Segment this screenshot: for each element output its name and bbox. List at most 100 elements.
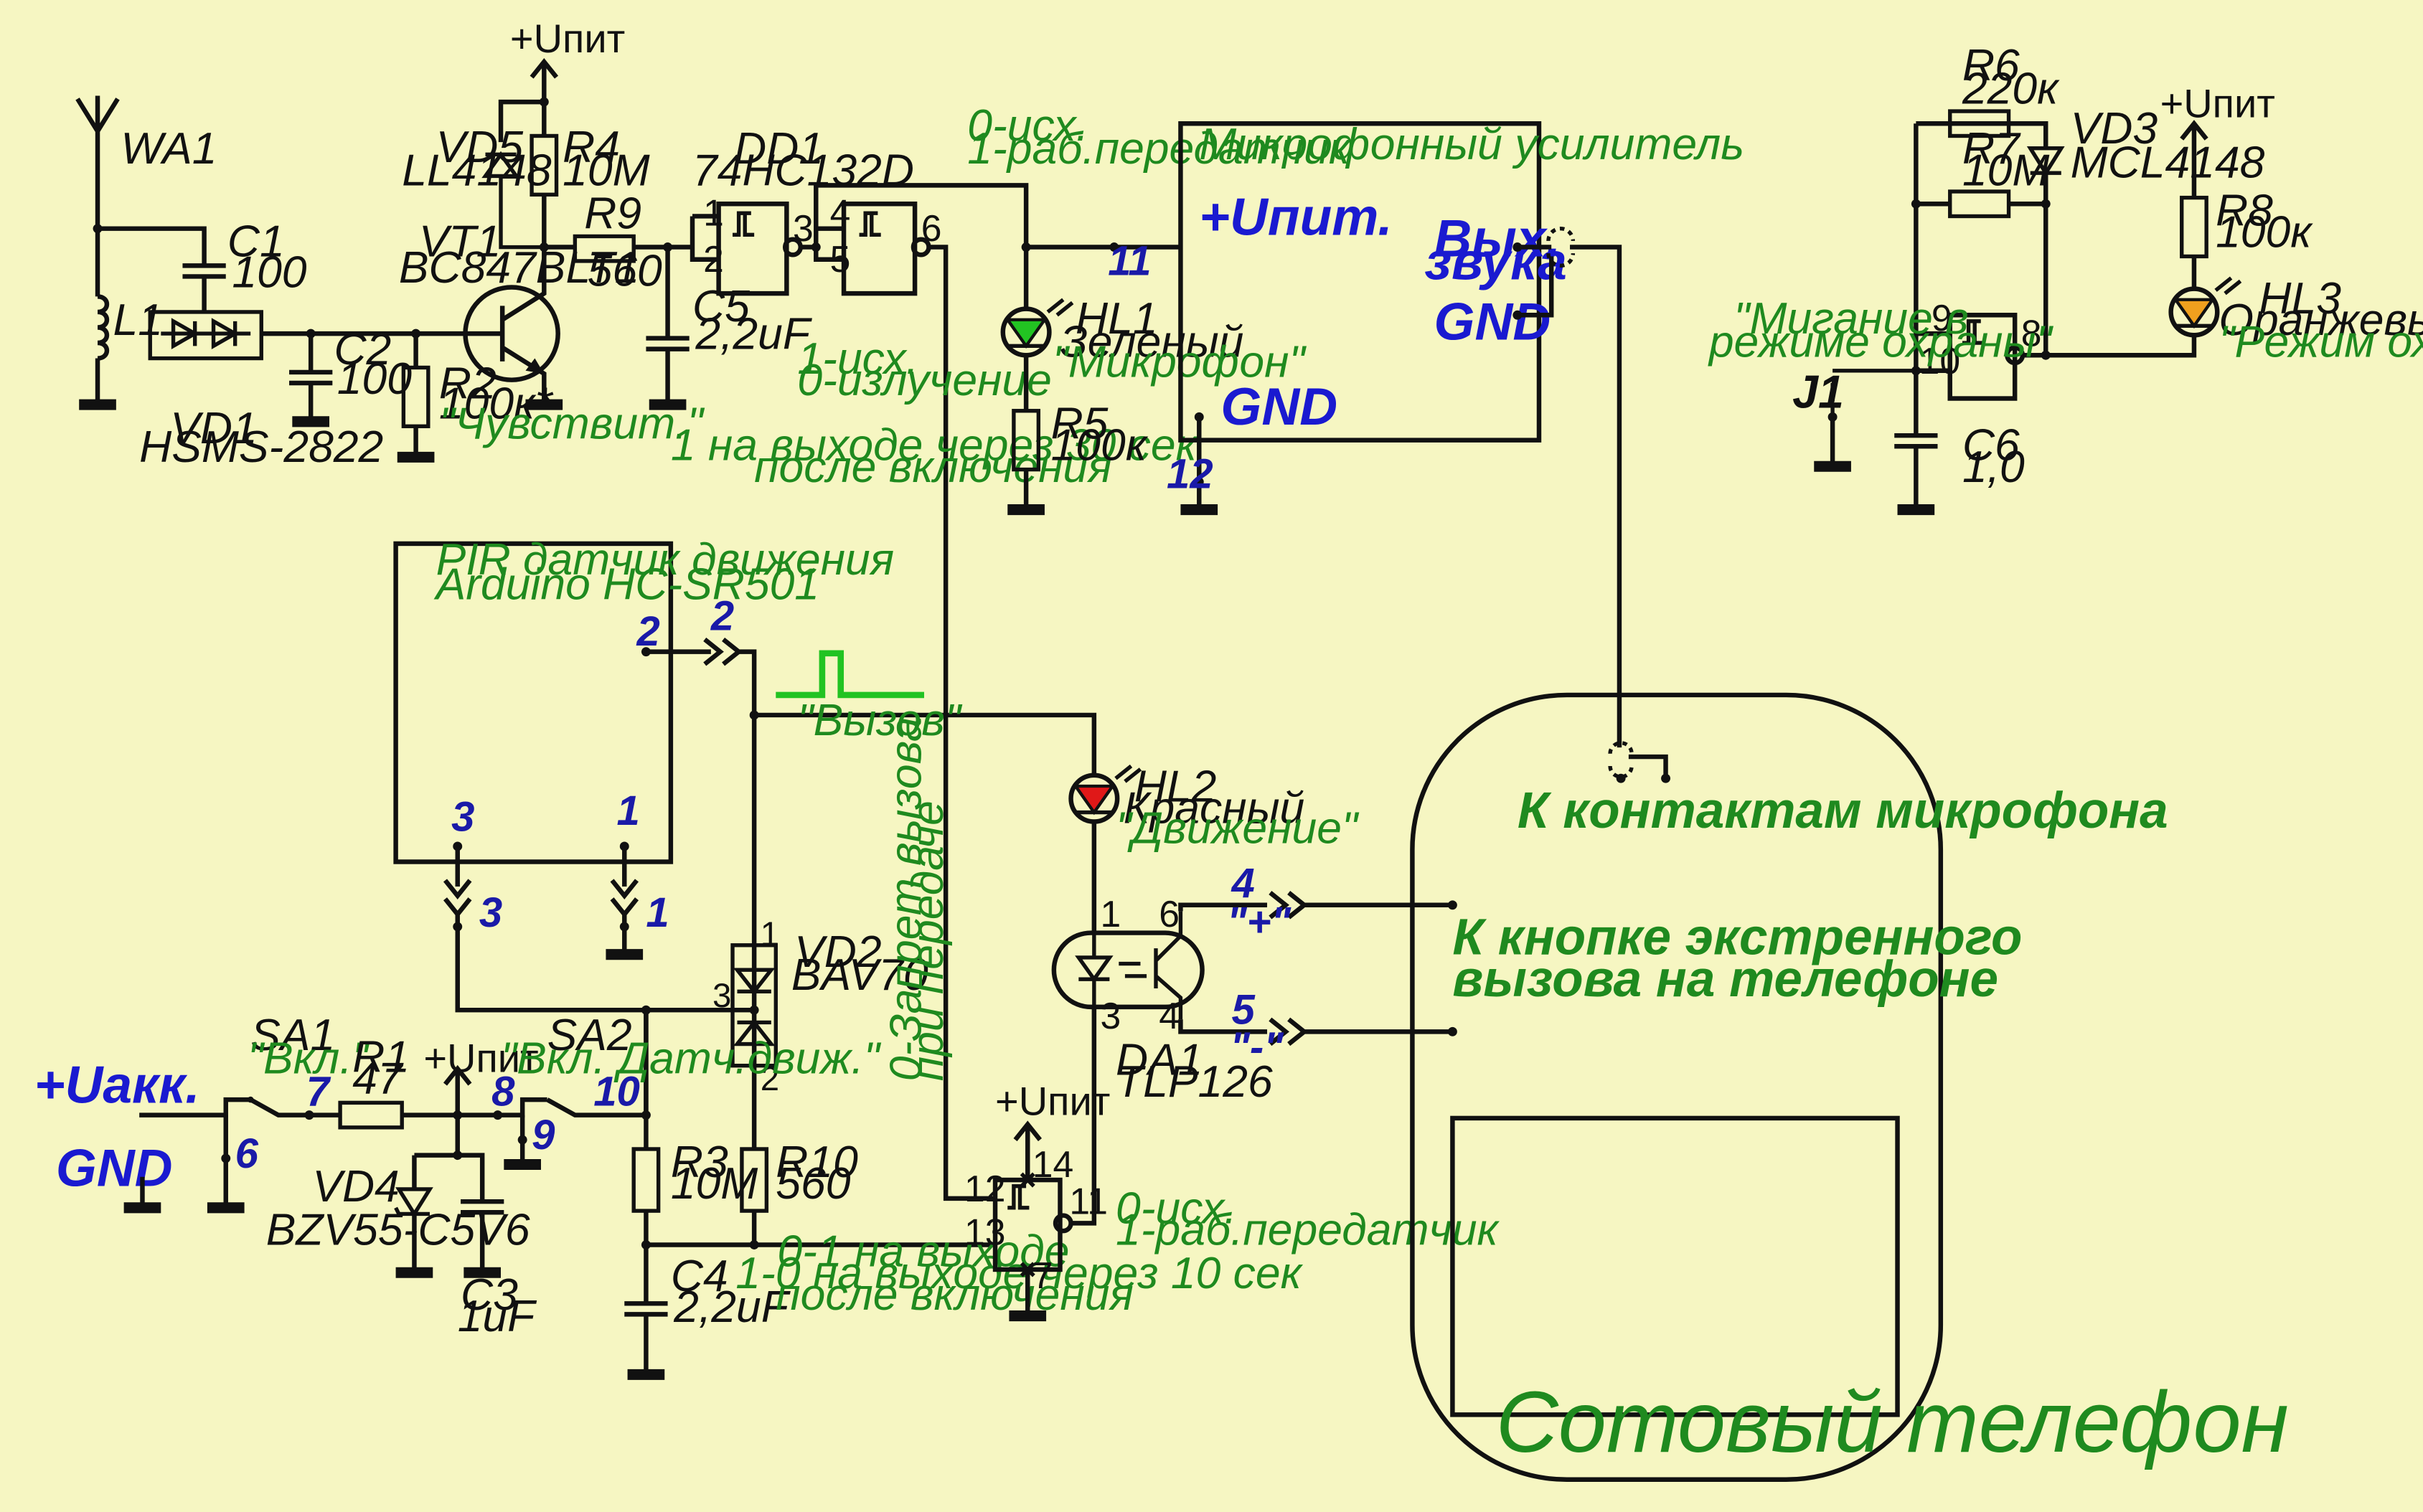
r6-value: 220к (1962, 63, 2060, 113)
net-10: 10 (593, 1069, 640, 1115)
vd2-pin-2: 2 (761, 1060, 779, 1098)
vcc-label-right: +Uпит (2160, 81, 2275, 126)
pin-6: 6 (921, 207, 942, 249)
resistor-r8 (2180, 195, 2208, 259)
vd2-value: BAV70 (791, 950, 928, 1000)
l1-ref: L1 (113, 295, 163, 345)
r8-ref: R8 (2216, 185, 2273, 235)
net-7: 7 (306, 1069, 331, 1115)
mic-amp-box (1178, 121, 1542, 443)
mic-amplifier-section: 11 HL1 Зеленый "Микрофон" R5 100к Микроф… (1000, 119, 1744, 748)
r9-value: 560 (588, 245, 662, 296)
hl2-ref: HL2 (1134, 762, 1217, 812)
mic-amp-gnd-right: GND (1434, 293, 1551, 351)
vd4-value: BZV55-C5V6 (266, 1204, 530, 1255)
hl1-ref: HL1 (1076, 293, 1158, 344)
nand-gate-1 (716, 201, 789, 296)
c3-ref: C3 (461, 1270, 518, 1320)
optocoupler-section: HL2 Красный "Движение" 1 3 6 4 DA1 TLP12… (1051, 762, 1457, 1226)
sa2-ref: SA2 (547, 1010, 632, 1060)
r10-ref: R10 (776, 1137, 858, 1187)
r10-value: 560 (776, 1158, 850, 1209)
note-out-tx-2: 1-раб.передатчик (967, 123, 1352, 174)
minus-label: "-" (1230, 1024, 1284, 1070)
vd5-value: LL4148 (402, 145, 552, 195)
pir-pin-3: 3 (451, 793, 474, 840)
note-out11-1: 0-исх. (1116, 1183, 1237, 1233)
pin-4: 4 (830, 192, 851, 233)
da1-pin-6: 6 (1159, 893, 1180, 935)
vd2-pin-3: 3 (712, 977, 731, 1015)
vt1-ref: VT1 (419, 216, 502, 266)
dd1-value: 74HC132D (692, 145, 914, 195)
sa1-ref: SA1 (250, 1010, 335, 1060)
r1-value: 47 (352, 1053, 404, 1103)
pin-12: 12 (964, 1168, 1005, 1209)
emergency-button-label-2: вызова на телефоне (1452, 951, 1998, 1008)
dd1-gates: DD1 74HC132D 1 2 3 4 5 6 0-исх. 1-раб.пе… (671, 100, 1352, 1201)
net-12: 12 (1167, 450, 1213, 497)
r1-ref: R1 (352, 1031, 410, 1082)
vd4-ref: VD4 (312, 1161, 399, 1211)
net-1: 1 (646, 889, 669, 936)
da1-pin-1: 1 (1100, 893, 1121, 935)
resistor-r3 (631, 1147, 661, 1213)
vcc-label-bottom: +Uпит (423, 1035, 538, 1080)
net-3: 3 (479, 889, 502, 936)
pin-10: 10 (1919, 340, 1960, 382)
nand-gate-2 (841, 201, 918, 296)
net-5: 5 (1231, 987, 1255, 1034)
antenna-icon (75, 95, 120, 229)
c2-value: 100 (337, 354, 412, 404)
note-delay30-2: после включения (754, 442, 1112, 492)
c5-ref: C5 (692, 281, 750, 331)
r9-ref: R9 (584, 189, 641, 239)
vd3-value: MCL4148 (2071, 138, 2265, 188)
r5-ref: R5 (1051, 399, 1109, 449)
note-pin6-2: 0-излучение (797, 355, 1051, 405)
r7-ref: R7 (1962, 123, 2021, 174)
led-hl3 (2168, 286, 2220, 338)
net-4: 4 (1231, 860, 1254, 907)
vcc-label-top: +Uпит (510, 16, 625, 61)
vt1-value: BC847BLT1 (399, 242, 640, 293)
guard-blink-section: R6 220к R7 10M VD3 MCL4148 9 10 8 C6 1,0… (1708, 40, 2423, 516)
vd3-ref: VD3 (2071, 103, 2158, 153)
capacitor-c2 (289, 334, 333, 422)
da1-pin-4: 4 (1159, 995, 1180, 1036)
phone-screen (1450, 1115, 1900, 1417)
pin-13: 13 (964, 1211, 1005, 1252)
net-11: 11 (1108, 237, 1151, 284)
sa1-note: "Вкл." (248, 1033, 370, 1083)
resistor-r6 (1948, 109, 2011, 138)
c6-ref: C6 (1962, 420, 2020, 471)
c2-ref: C2 (334, 324, 391, 374)
power-section: +Uакк. GND 6 SA1 "Вкл." 7 R1 47 8 10 +Uп… (34, 1010, 882, 1341)
phone-title: Сотовый телефон (1496, 1374, 2289, 1470)
c4-ref: C4 (671, 1251, 728, 1301)
note-ban-1: 0-Запрет вызова (881, 717, 931, 1081)
vd2-ref: VD2 (794, 927, 881, 977)
pin-8: 8 (2021, 312, 2042, 354)
note-ban-2: при передаче (903, 800, 953, 1081)
antenna-section: WA1 L1 C1 100 VD1 HSMS-2822 C2 100 R2 10… (75, 95, 705, 472)
note-out11-2: 1-раб.передатчик (1116, 1204, 1500, 1255)
uakk-label: +Uакк. (34, 1055, 200, 1114)
plus-label: "+" (1227, 899, 1292, 945)
call-pulse-icon (776, 650, 925, 699)
mic-amp-out-1: Вых. (1434, 209, 1561, 268)
sa2-note: "Вкл. Датч.движ." (501, 1033, 882, 1083)
switch-sa1[interactable] (139, 1097, 341, 1118)
cell-phone-section: К контактам микрофона К кнопке экстренно… (1410, 692, 2289, 1483)
r7-value: 10M (1962, 145, 2050, 195)
pin-5: 5 (830, 238, 851, 280)
capacitor-c6 (1894, 433, 1938, 510)
net-8: 8 (491, 1069, 515, 1115)
note-blink-2: режиме охраны" (1708, 316, 2054, 367)
c6-value: 1,0 (1962, 442, 2025, 492)
note-delay10-3: после включения (776, 1270, 1134, 1320)
nand-gate-4-section: 12 13 11 14 7 +Uпит 0-исх. 1-раб.передат… (964, 1079, 1500, 1322)
dd1-ref: DD1 (734, 123, 824, 174)
vd2-section: 1 3 2 VD2 BAV70 R10 560 R3 10M C4 2,2uF … (624, 717, 1304, 1380)
